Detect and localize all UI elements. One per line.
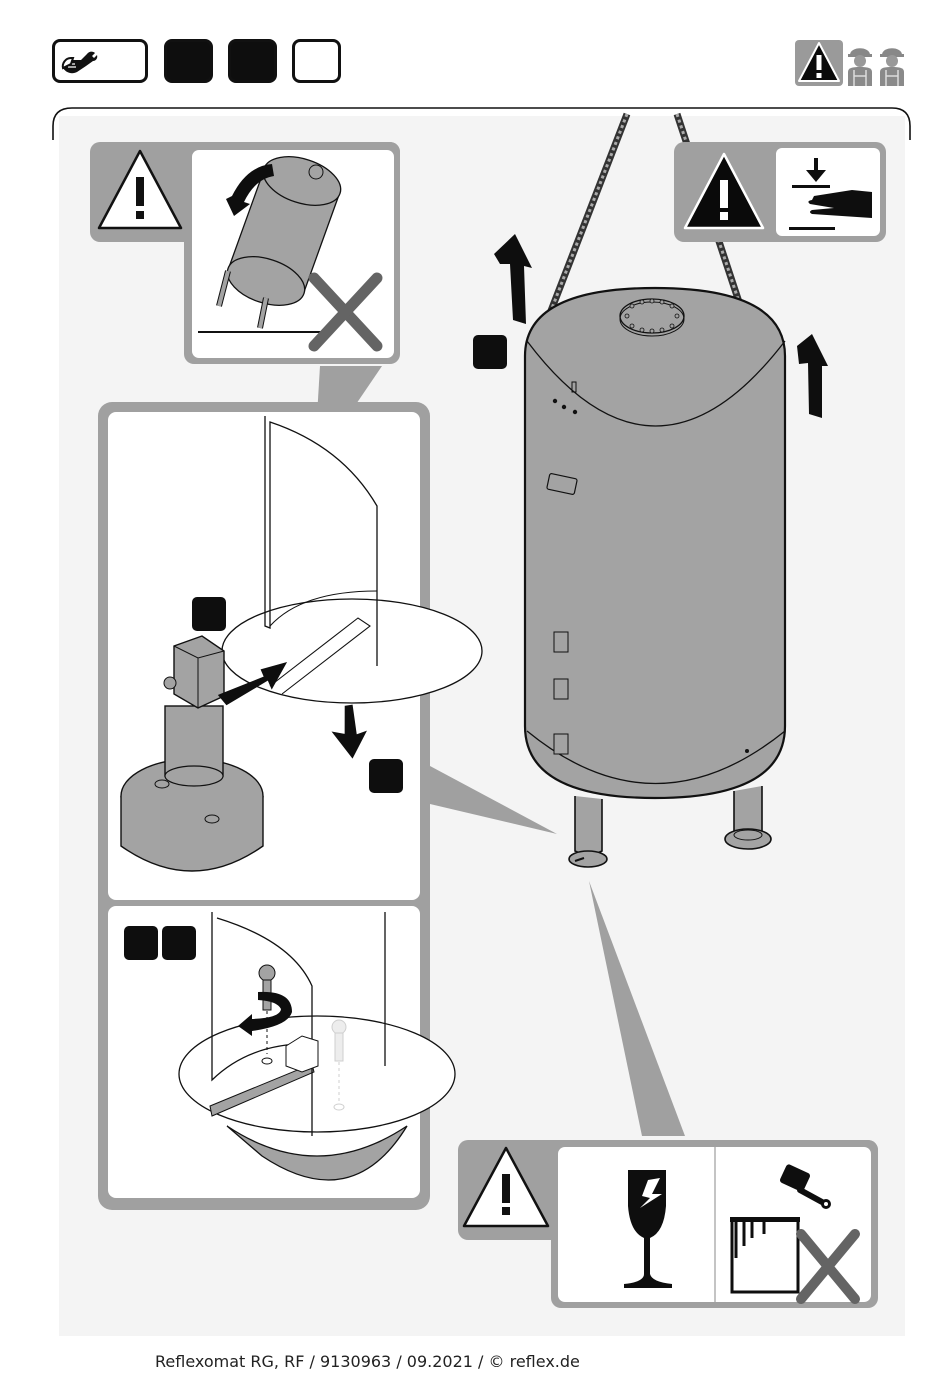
step-marker-bolt-b xyxy=(162,926,196,960)
step-box-filled-2 xyxy=(228,39,277,83)
prohibited-x-icon xyxy=(308,272,383,352)
prohibited-x-icon xyxy=(796,1229,860,1304)
rotate-arrow-icon xyxy=(226,164,274,216)
bolt-ghost-icon xyxy=(331,1019,347,1111)
step-box-empty xyxy=(292,39,341,83)
warning-triangle-icon xyxy=(798,42,840,82)
step-box-tools xyxy=(52,39,148,83)
callout-pointer-leg xyxy=(430,766,557,834)
diagram-panel xyxy=(52,106,912,1336)
step-marker-bolt-a xyxy=(124,926,158,960)
sensor-detail-panel xyxy=(98,402,483,1210)
vessel-illustration xyxy=(523,286,787,868)
warning-triangle-icon xyxy=(97,149,183,230)
step-marker-insert xyxy=(192,597,226,631)
lift-arrow-right xyxy=(797,334,828,418)
step-marker-lower xyxy=(369,759,403,793)
worker-icon xyxy=(880,48,904,86)
step-marker-lift xyxy=(473,335,507,369)
warning-triangle-icon xyxy=(462,1146,550,1228)
wrench-hand-icon xyxy=(61,51,98,74)
lower-arrow xyxy=(331,704,367,759)
footer-text: Reflexomat RG, RF / 9130963 / 09.2021 / … xyxy=(155,1352,580,1371)
step-box-filled-1 xyxy=(164,39,213,83)
tilting-vessel-icon xyxy=(216,156,342,329)
lifting-chain-left xyxy=(538,112,631,336)
worker-icon xyxy=(848,48,872,86)
warning-badge xyxy=(795,40,843,86)
fragile-paint-warning-callout xyxy=(458,1140,878,1308)
hand-crush-icon xyxy=(789,158,872,230)
rotate-arrow-icon xyxy=(238,991,292,1036)
lift-arrow-left xyxy=(494,234,532,324)
insert-arrow xyxy=(217,661,288,706)
tilt-warning-callout xyxy=(90,142,400,364)
paint-bucket-brush-icon xyxy=(730,1164,831,1294)
warning-triangle-icon xyxy=(683,152,765,230)
panel-border xyxy=(52,107,911,140)
pressure-sensor-icon xyxy=(120,635,264,872)
callout-pointer-bottom xyxy=(589,881,685,1136)
crush-warning-callout xyxy=(674,142,886,242)
fragile-glass-icon xyxy=(624,1170,672,1288)
